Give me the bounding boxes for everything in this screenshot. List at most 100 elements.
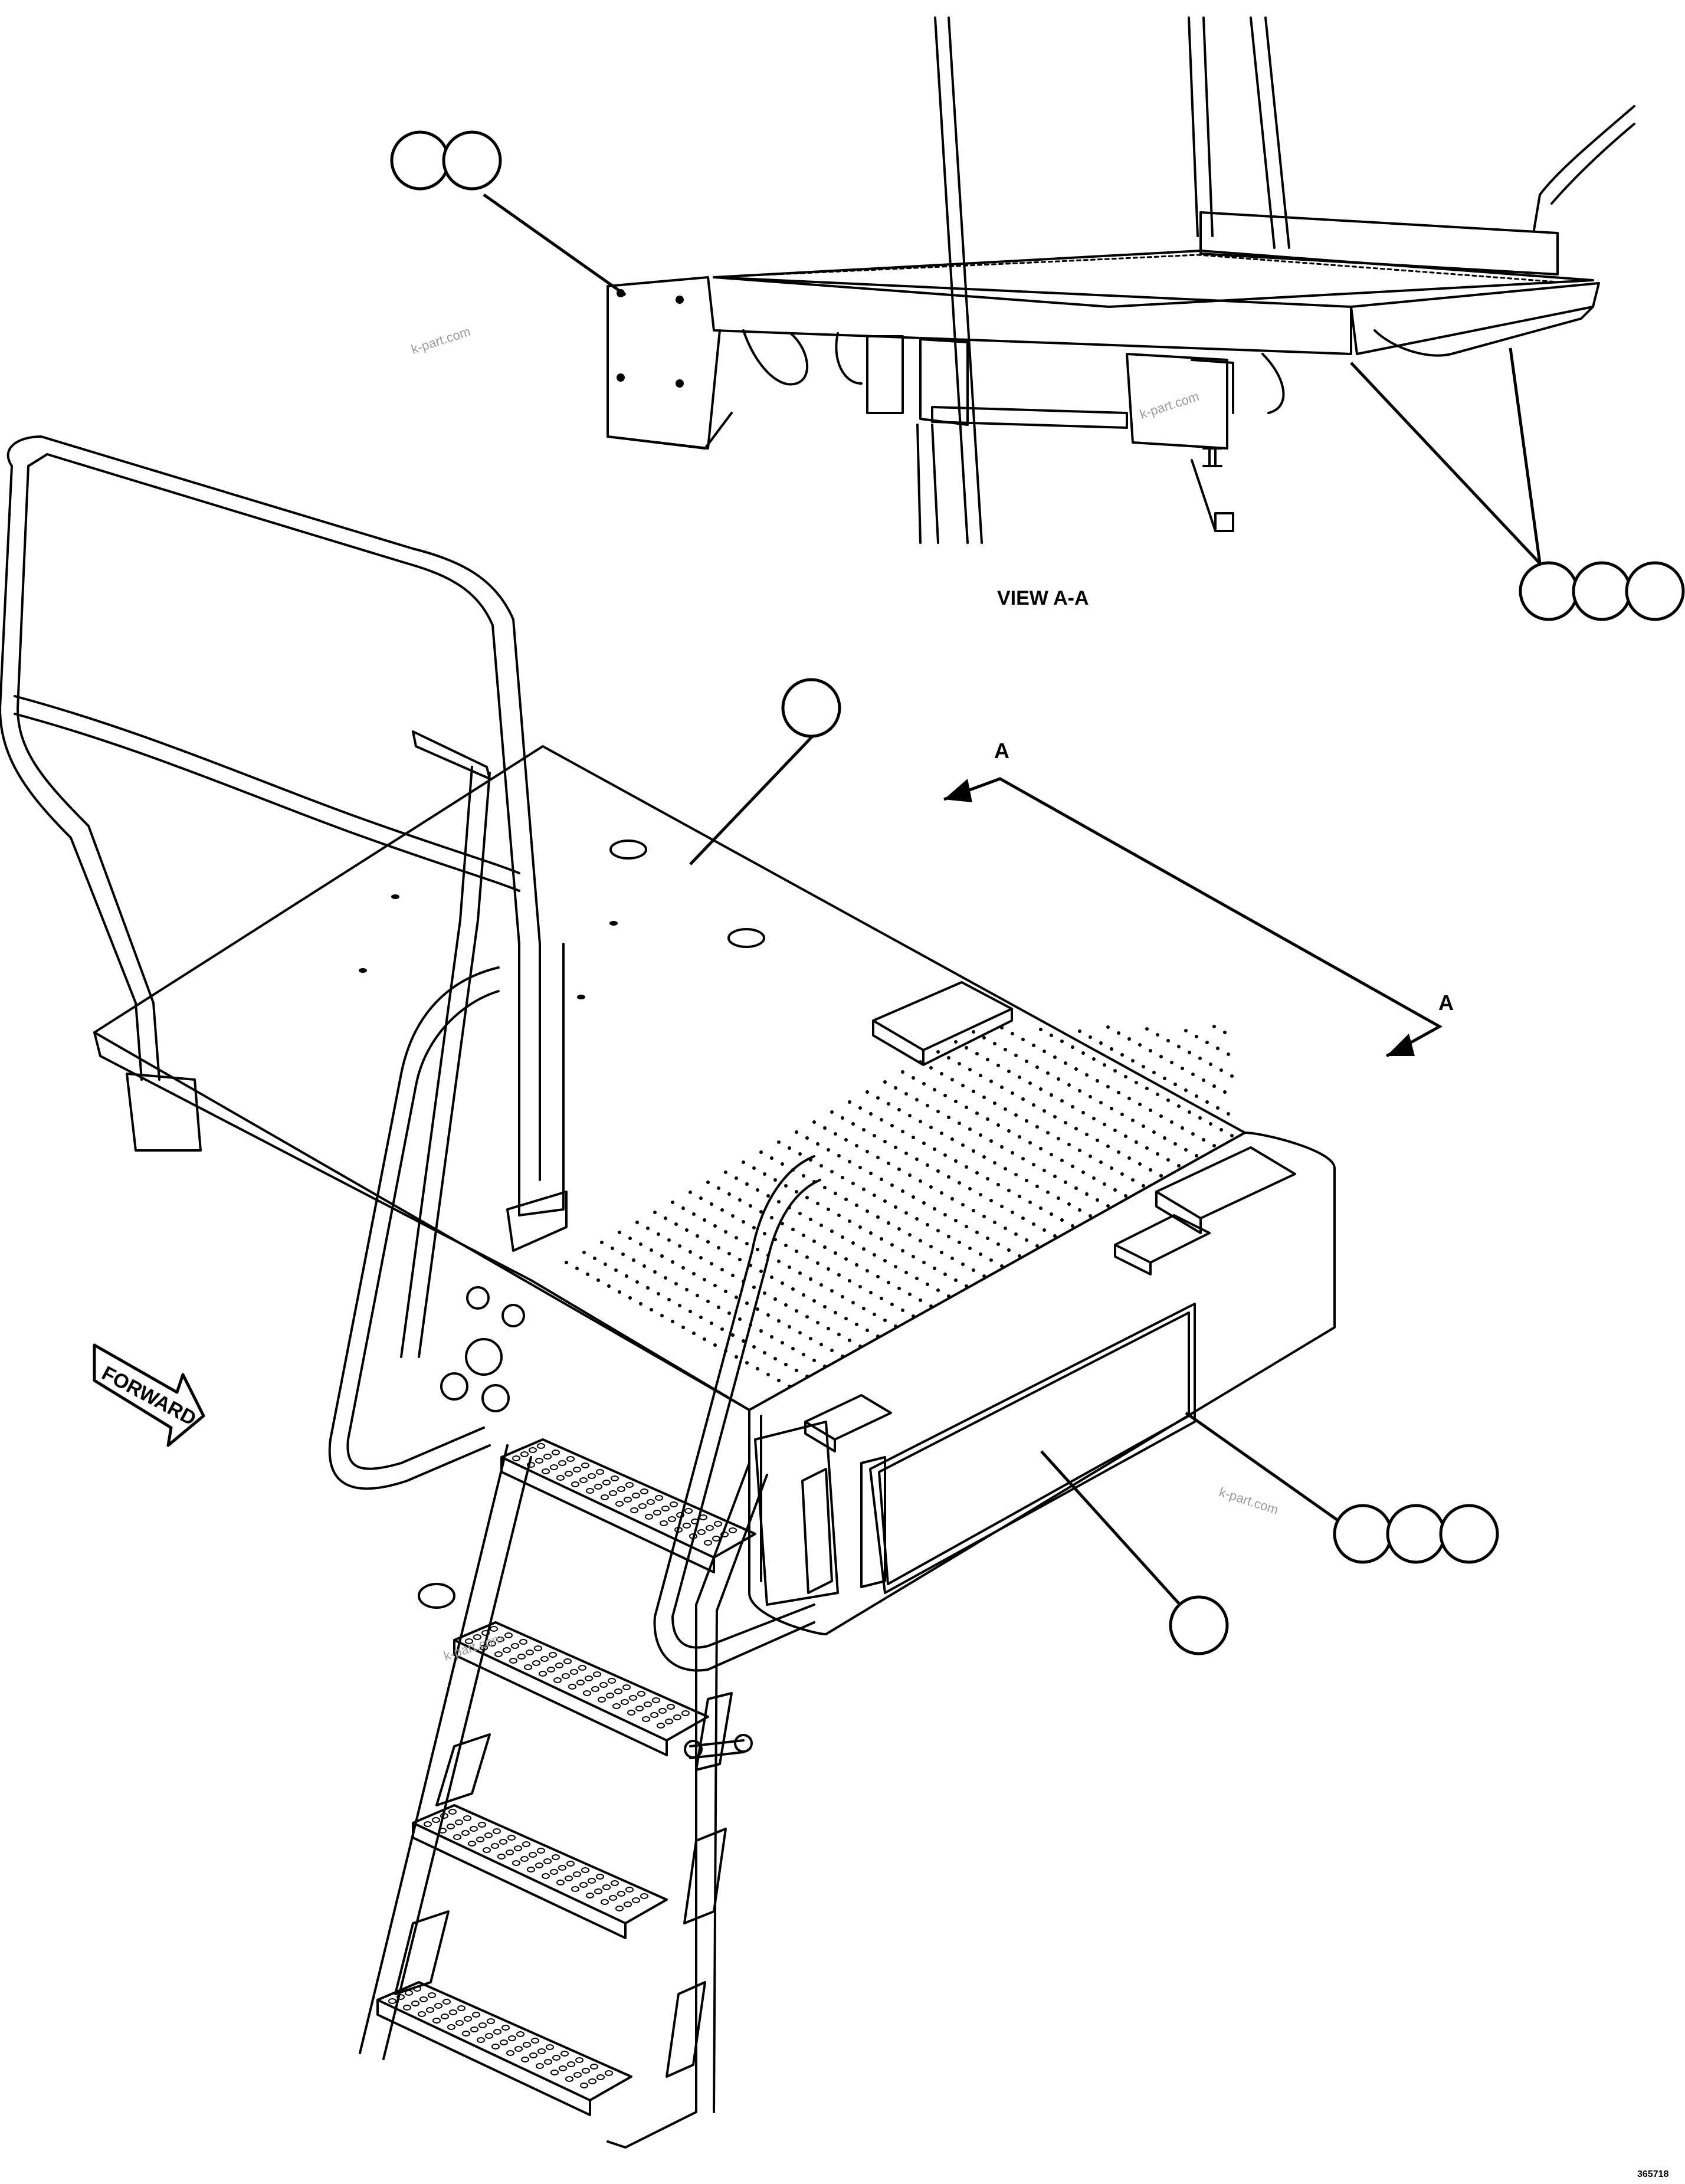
- deck-perforation: [1092, 1117, 1096, 1120]
- tread-perforation: [457, 2005, 465, 2011]
- tread-perforation: [455, 2020, 464, 2026]
- deck-perforation: [855, 1263, 858, 1267]
- deck-perforation: [926, 1223, 929, 1227]
- deck-perforation: [883, 1080, 887, 1084]
- deck-perforation: [791, 1287, 795, 1291]
- tread-perforation: [497, 1854, 506, 1860]
- deck-perforation: [975, 1171, 979, 1175]
- tread-perforation: [542, 1873, 550, 1879]
- deck-perforation: [947, 1116, 950, 1119]
- deck-perforation: [950, 1197, 954, 1201]
- deck-perforation: [1205, 1100, 1209, 1104]
- deck-perforation: [908, 1173, 912, 1177]
- watermark: k-part.com: [1217, 1484, 1280, 1517]
- deck-perforation: [961, 1084, 965, 1087]
- deck-perforation: [1142, 1184, 1145, 1188]
- deck-perforation: [819, 1283, 823, 1287]
- deck-perforation: [710, 1321, 713, 1325]
- deck-perforation: [1124, 1075, 1127, 1078]
- deck-perforation: [696, 1234, 699, 1238]
- callout-bubble: [390, 130, 450, 191]
- deck-perforation: [834, 1311, 837, 1314]
- deck-perforation: [713, 1343, 717, 1347]
- deck-perforation: [1025, 1238, 1028, 1242]
- deck-perforation: [642, 1264, 646, 1268]
- deck-perforation: [795, 1309, 798, 1313]
- deck-perforation: [784, 1244, 788, 1247]
- deck-perforation: [972, 1209, 975, 1212]
- deck-perforation: [1081, 1170, 1085, 1174]
- deck-perforation: [1089, 1155, 1092, 1158]
- tread-perforation: [567, 2061, 575, 2067]
- tread-perforation: [448, 1809, 457, 1815]
- deck-perforation: [862, 1188, 866, 1191]
- tread-perforation: [434, 2003, 442, 2009]
- deck-perforation: [1212, 1084, 1216, 1088]
- deck-perforation: [735, 1296, 738, 1299]
- deck-perforation: [926, 1104, 929, 1107]
- tread-perforation: [478, 2022, 487, 2028]
- tread-perforation: [442, 1999, 451, 2005]
- deck-perforation: [812, 1299, 816, 1303]
- deck-perforation: [1159, 1174, 1163, 1178]
- deck-perforation: [1106, 1085, 1110, 1088]
- deck-perforation: [777, 1140, 781, 1144]
- deck-perforation: [958, 1121, 961, 1125]
- deck-perforation: [965, 1046, 968, 1050]
- deck-perforation: [827, 1327, 830, 1330]
- deck-perforation: [883, 1319, 887, 1322]
- deck-perforation: [717, 1306, 720, 1309]
- deck-perforation: [798, 1331, 802, 1334]
- deck-perforation: [1039, 1206, 1043, 1210]
- tread-perforation: [562, 1673, 570, 1679]
- watermark: k-part.com: [1138, 389, 1201, 422]
- deck-perforation: [1223, 1090, 1227, 1094]
- deck-perforation: [596, 1278, 600, 1282]
- deck-perforation: [827, 1267, 830, 1271]
- deck-perforation: [841, 1176, 844, 1179]
- deck-perforation: [1195, 1154, 1198, 1157]
- deck-perforation: [890, 1303, 894, 1306]
- deck-perforation: [1085, 1073, 1089, 1077]
- deck-perforation: [848, 1160, 851, 1163]
- deck-perforation: [1046, 1071, 1050, 1075]
- deck-perforation: [1043, 1169, 1046, 1172]
- tread-perforation: [556, 1475, 565, 1481]
- deck-perforation: [933, 1207, 936, 1211]
- tread-perforation: [605, 2070, 613, 2076]
- view-label: VIEW A-A: [997, 587, 1089, 609]
- deck-perforation: [873, 1313, 876, 1316]
- deck-perforation: [604, 1262, 607, 1266]
- tread-perforation: [720, 1532, 729, 1537]
- deck-perforation: [795, 1130, 798, 1134]
- tread-perforation: [570, 1669, 578, 1675]
- tread-perforation: [609, 1490, 617, 1496]
- deck-perforation: [919, 1239, 922, 1242]
- tread-perforation: [583, 1690, 591, 1696]
- deck-perforation: [1011, 1032, 1014, 1035]
- deck-perforation: [611, 1247, 614, 1250]
- tread-perforation: [529, 1447, 537, 1453]
- deck-perforation: [1085, 1192, 1089, 1196]
- deck-perforation: [731, 1214, 735, 1218]
- tread-perforation: [657, 1723, 665, 1729]
- deck-perforation: [1159, 1055, 1163, 1058]
- tread-perforation: [488, 1641, 496, 1647]
- deck-perforation: [784, 1303, 788, 1307]
- callout-bubble: [1572, 561, 1632, 621]
- deck-perforation: [1060, 1039, 1064, 1043]
- deck-perforation: [979, 1074, 982, 1077]
- deck-perforation: [887, 1162, 890, 1165]
- deck-perforation: [968, 1068, 972, 1071]
- tread-perforation: [576, 1680, 585, 1685]
- deck-perforation: [777, 1379, 781, 1382]
- deck-perforation: [812, 1239, 816, 1243]
- deck-perforation: [798, 1212, 802, 1215]
- deck-perforation: [1021, 1038, 1025, 1041]
- tread-perforation: [650, 1712, 658, 1718]
- tread-perforation: [670, 1501, 678, 1507]
- deck-perforation: [1035, 1065, 1039, 1069]
- deck-perforation: [1053, 1055, 1057, 1059]
- tread-perforation: [524, 1664, 532, 1670]
- deck-perforation: [929, 1126, 933, 1129]
